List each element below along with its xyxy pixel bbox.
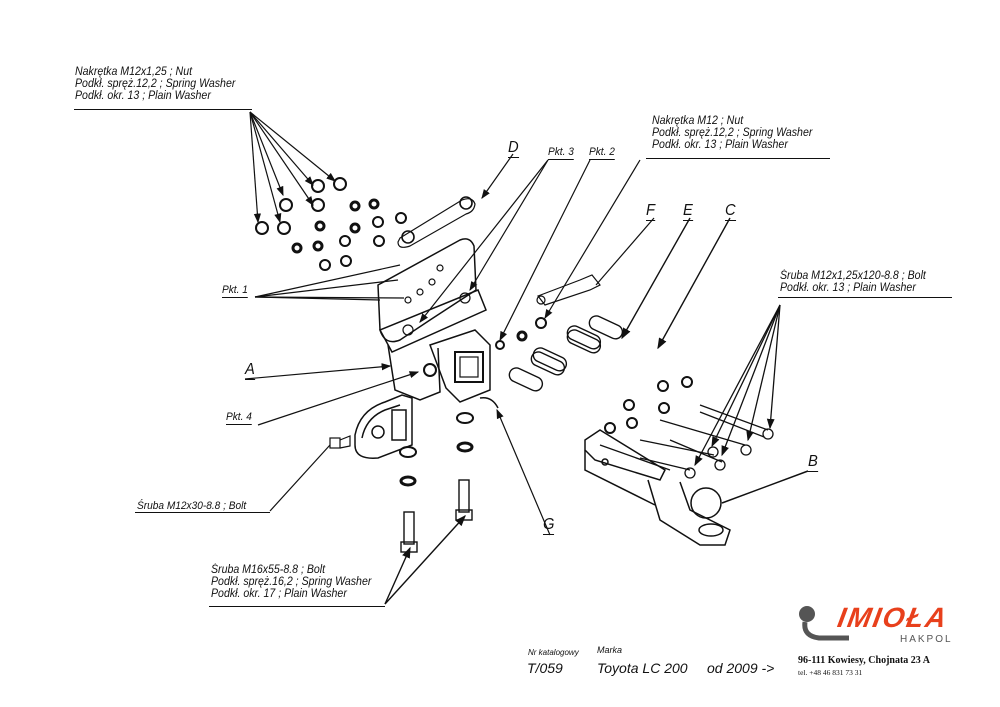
callout-line: Śruba M16x55-8.8 ; Bolt: [211, 564, 326, 576]
underline: [646, 158, 830, 159]
label-pkt3: Pkt. 3: [548, 146, 574, 160]
tow-ball-logo-icon: [799, 606, 849, 641]
long-bolts: [599, 304, 781, 479]
callout-line: Śruba M12x1,25x120-8.8 ; Bolt: [780, 270, 926, 282]
label-part-b: B: [808, 453, 818, 472]
side-plate: [354, 394, 413, 459]
company-phone: tel. +48 46 831 73 31: [798, 668, 863, 677]
leader-lines-pkt1: [254, 264, 405, 301]
callout-line: Nakrętka M12x1,25 ; Nut: [75, 66, 193, 78]
label-part-c: C: [725, 202, 736, 221]
bolts-m16x55: [384, 479, 473, 605]
mounting-bracket: [377, 238, 487, 401]
brand-value: Toyota LC 200: [597, 660, 688, 676]
callout-line: Podkł. okr. 13 ; Plain Washer: [75, 90, 211, 102]
part-e-sleeves: [508, 217, 731, 392]
nut-washer-cluster: [255, 177, 407, 271]
logo-text: IMIOŁA: [835, 602, 951, 633]
ball-mount: [584, 429, 809, 546]
callout-nuts-m12: Nakrętka M12 ; Nut Podkł. spręż.12,2 ; S…: [652, 115, 826, 151]
center-washers: [399, 412, 474, 487]
catalog-value: T/059: [527, 660, 563, 676]
callout-bolt-m12x30: Śruba M12x30-8.8 ; Bolt: [137, 500, 247, 512]
callout-line: Podkł. okr. 13 ; Plain Washer: [652, 139, 788, 151]
label-part-a: A: [245, 361, 255, 380]
callout-line: Nakrętka M12 ; Nut: [652, 115, 744, 127]
label-part-g: G: [543, 516, 555, 535]
catalog-label: Nr katalogowy: [528, 648, 579, 657]
label-part-f: F: [646, 202, 655, 221]
brand-label: Marka: [597, 645, 623, 655]
callout-bolts-m16x55: Śruba M16x55-8.8 ; Bolt Podkł. spręż.16,…: [211, 564, 385, 600]
year-value: od 2009 ->: [707, 660, 775, 676]
part-d-plate: [397, 153, 514, 248]
underline: [209, 606, 385, 607]
underline: [778, 297, 952, 298]
receiver-tube: [423, 329, 491, 403]
callout-line: Podkł. spręż.16,2 ; Spring Washer: [211, 576, 372, 588]
callout-line: Podkł. spręż.12,2 ; Spring Washer: [75, 78, 236, 90]
callout-bolts-m12x125x120: Śruba M12x1,25x120-8.8 ; Bolt Podkł. okr…: [780, 270, 939, 294]
label-pkt1: Pkt. 1: [222, 284, 248, 298]
label-part-d: D: [508, 139, 519, 158]
label-part-e: E: [683, 202, 693, 221]
leader-lines-pkt2-pkt3: [419, 159, 591, 342]
part-f-pin: [536, 217, 655, 306]
washers-c: [604, 376, 693, 434]
label-pkt4: Pkt. 4: [226, 411, 252, 425]
label-pkt2: Pkt. 2: [589, 146, 615, 160]
leader-lines-nuts-left: [249, 111, 336, 224]
logo-sub: HAKPOL: [900, 634, 953, 645]
company-address: 96-111 Kowiesy, Chojnata 23 A: [798, 655, 930, 666]
callout-line: Podkł. okr. 17 ; Plain Washer: [211, 588, 347, 600]
bolt-m12x30: [269, 435, 351, 512]
callout-nuts-m12x125: Nakrętka M12x1,25 ; Nut Podkł. spręż.12,…: [75, 66, 249, 102]
callout-line: Podkł. okr. 13 ; Plain Washer: [780, 282, 916, 294]
underline: [74, 109, 252, 110]
callout-line: Podkł. spręż.12,2 ; Spring Washer: [652, 127, 813, 139]
underline: [135, 512, 270, 513]
